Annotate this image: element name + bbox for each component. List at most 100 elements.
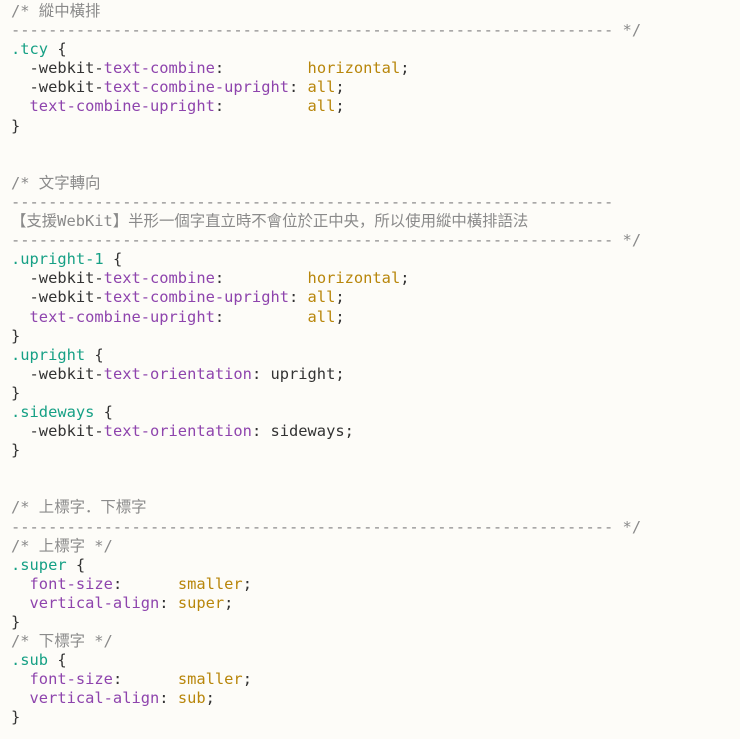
code-token-purple: vertical-align [11,689,160,708]
code-line: } [11,384,641,403]
code-line: .sideways { [11,403,641,422]
code-line: .tcy { [11,40,641,59]
code-token-val: super [177,593,225,612]
code-line: -webkit-text-combine: horizontal; [11,269,641,288]
code-token-val: all [307,307,336,326]
code-token-comment: ----------------------------------------… [11,21,642,40]
code-token-purple: text-combine-upright [103,78,289,97]
code-token-sel: .sideways [11,402,95,421]
code-token-sel: .super [11,555,67,574]
code-line: -webkit-text-combine-upright: all; [11,78,641,97]
code-token-plain: } [11,383,21,402]
code-token-purple: text-combine-upright [11,307,215,326]
code-token-sel: .tcy [11,40,49,59]
code-token-comment: /* 文字轉向 [11,173,101,192]
code-line: } [11,327,641,346]
code-token-plain: } [11,116,21,135]
code-token-plain: ; [242,670,252,689]
code-token-val: smaller [177,574,243,593]
code-line: /* 上標字 */ [11,537,641,556]
code-token-val: all [307,288,336,307]
code-token-val: all [307,97,336,116]
code-token-comment: ----------------------------------------… [11,192,614,211]
code-line: ----------------------------------------… [11,231,641,250]
code-token-comment: ----------------------------------------… [11,231,642,250]
code-token-plain: } [11,326,21,345]
code-line: } [11,441,641,460]
code-token-purple: text-combine [103,269,215,288]
code-line: /* 文字轉向 [11,174,641,193]
code-token-plain: } [11,613,21,631]
code-token-plain: : [112,574,178,593]
code-token-plain: ; [400,59,410,78]
code-token-plain: : [214,307,308,326]
code-token-plain: { [48,40,67,59]
code-token-val: horizontal [307,59,401,78]
code-line: text-combine-upright: all; [11,308,641,327]
code-line: 【支援WebKit】半形一個字直立時不會位於正中央，所以使用縱中橫排語法 [11,212,641,231]
code-token-plain: : [289,78,308,97]
code-token-plain: ; [205,689,215,708]
code-token-plain: ; [335,78,345,97]
code-line: } [11,117,641,136]
code-token-comment: 【支援WebKit】半形一個字直立時不會位於正中央，所以使用縱中橫排語法 [11,212,529,231]
code-token-val: all [307,78,336,97]
code-line: } [11,708,641,727]
code-token-purple: text-combine-upright [103,288,289,307]
code-line: } [11,613,641,632]
code-line: ​ [11,155,641,174]
code-token-plain: : [159,593,178,612]
code-token-purple: text-combine [103,59,215,78]
code-line: -webkit-text-combine-upright: all; [11,288,641,307]
code-token-plain: } [11,708,21,727]
code-token-plain: { [66,555,86,574]
code-token-plain: -webkit- [11,422,104,441]
code-token-comment: ----------------------------------------… [11,517,642,536]
code-line: ​ [11,479,641,498]
code-token-plain: : upright; [251,364,345,383]
code-token-purple: text-combine-upright [11,97,215,116]
code-token-purple: vertical-align [11,593,160,612]
code-line: .super { [11,556,641,575]
code-line: vertical-align: super; [11,594,641,613]
code-line: -webkit-text-orientation: upright; [11,365,641,384]
code-line: -webkit-text-combine: horizontal; [11,59,641,78]
code-line: text-combine-upright: all; [11,97,641,116]
code-line: /* 上標字．下標字 [11,498,641,517]
code-token-plain: -webkit- [11,78,104,97]
code-token-purple: font-size [11,670,113,689]
code-token-purple: font-size [11,574,113,593]
code-line: ​ [11,136,641,155]
code-token-sel: .sub [11,651,49,670]
code-token-plain: ; [400,269,410,288]
code-line: .upright { [11,346,641,365]
code-token-plain: : sideways; [251,422,354,441]
code-line: ----------------------------------------… [11,193,641,212]
code-token-plain: } [11,441,21,460]
code-token-plain: ; [242,574,252,593]
code-token-sel: .upright [11,345,86,364]
code-line: .upright-1 { [11,250,641,269]
code-token-plain: : [289,288,308,307]
code-token-plain: -webkit- [11,59,104,78]
code-token-plain: { [85,345,104,364]
code-line: ​ [11,460,641,479]
code-line: .sub { [11,651,641,670]
code-token-plain: { [103,250,123,269]
code-token-plain: ; [335,97,345,116]
code-token-plain: : [214,97,308,116]
code-token-comment: /* 上標字 */ [11,536,113,555]
code-line: vertical-align: sub; [11,689,641,708]
code-token-val: sub [177,689,206,708]
code-token-plain: : [159,689,178,708]
code-line: /* 下標字 */ [11,632,641,651]
code-token-plain: : [214,269,308,288]
code-token-plain: -webkit- [11,269,104,288]
code-token-plain: -webkit- [11,288,104,307]
code-token-plain: : [112,670,178,689]
code-token-comment: /* 縱中橫排 [11,2,101,20]
code-line: font-size: smaller; [11,670,641,689]
code-line: ----------------------------------------… [11,21,641,40]
code-token-purple: text-orientation [103,364,252,383]
code-token-comment: /* 下標字 */ [11,632,113,651]
